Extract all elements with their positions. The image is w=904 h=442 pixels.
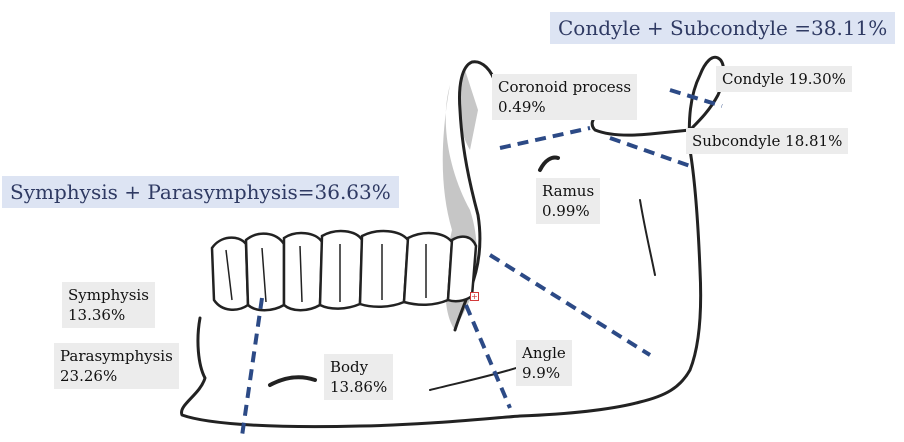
teeth [212, 231, 476, 310]
label-symphysis-name: Symphysis [68, 285, 149, 305]
line-symphysis-parasymphysis [242, 298, 262, 436]
banner-condyle-subcondyle-text: Condyle + Subcondyle =38.11% [558, 16, 887, 40]
label-subcondyle: Subcondyle 18.81% [686, 128, 848, 154]
label-angle-pct: 9.9% [522, 363, 566, 383]
mental-foramen [270, 377, 315, 385]
banner-condyle-subcondyle: Condyle + Subcondyle =38.11% [550, 12, 895, 44]
line-subcondyle-condyle [670, 90, 722, 106]
label-ramus-pct: 0.99% [542, 201, 594, 221]
label-angle: Angle 9.9% [516, 340, 572, 386]
label-condyle-text: Condyle 19.30% [722, 69, 846, 89]
label-symphysis: Symphysis 13.36% [62, 282, 155, 328]
label-ramus-name: Ramus [542, 181, 594, 201]
label-body-name: Body [330, 357, 387, 377]
label-condyle: Condyle 19.30% [716, 66, 852, 92]
label-body: Body 13.86% [324, 354, 393, 400]
label-angle-name: Angle [522, 343, 566, 363]
small-plus-box-icon: + [470, 292, 479, 301]
label-coronoid: Coronoid process 0.49% [492, 74, 637, 120]
line-body-angle [466, 305, 510, 408]
mandibular-foramen [540, 158, 558, 171]
label-coronoid-name: Coronoid process [498, 77, 631, 97]
label-parasymphysis-name: Parasymphysis [60, 346, 173, 366]
label-body-pct: 13.86% [330, 377, 387, 397]
label-subcondyle-text: Subcondyle 18.81% [692, 131, 842, 151]
label-parasymphysis-pct: 23.26% [60, 366, 173, 386]
line-ramus-subcondyle [610, 138, 690, 166]
label-symphysis-pct: 13.36% [68, 305, 149, 325]
label-coronoid-pct: 0.49% [498, 97, 631, 117]
banner-symphysis-parasymphysis-text: Symphysis + Parasymphysis=36.63% [10, 180, 391, 204]
banner-symphysis-parasymphysis: Symphysis + Parasymphysis=36.63% [2, 176, 399, 208]
inner-ridge [640, 200, 655, 275]
line-ramus-coronoid [500, 128, 590, 148]
label-ramus: Ramus 0.99% [536, 178, 600, 224]
label-parasymphysis: Parasymphysis 23.26% [54, 343, 179, 389]
